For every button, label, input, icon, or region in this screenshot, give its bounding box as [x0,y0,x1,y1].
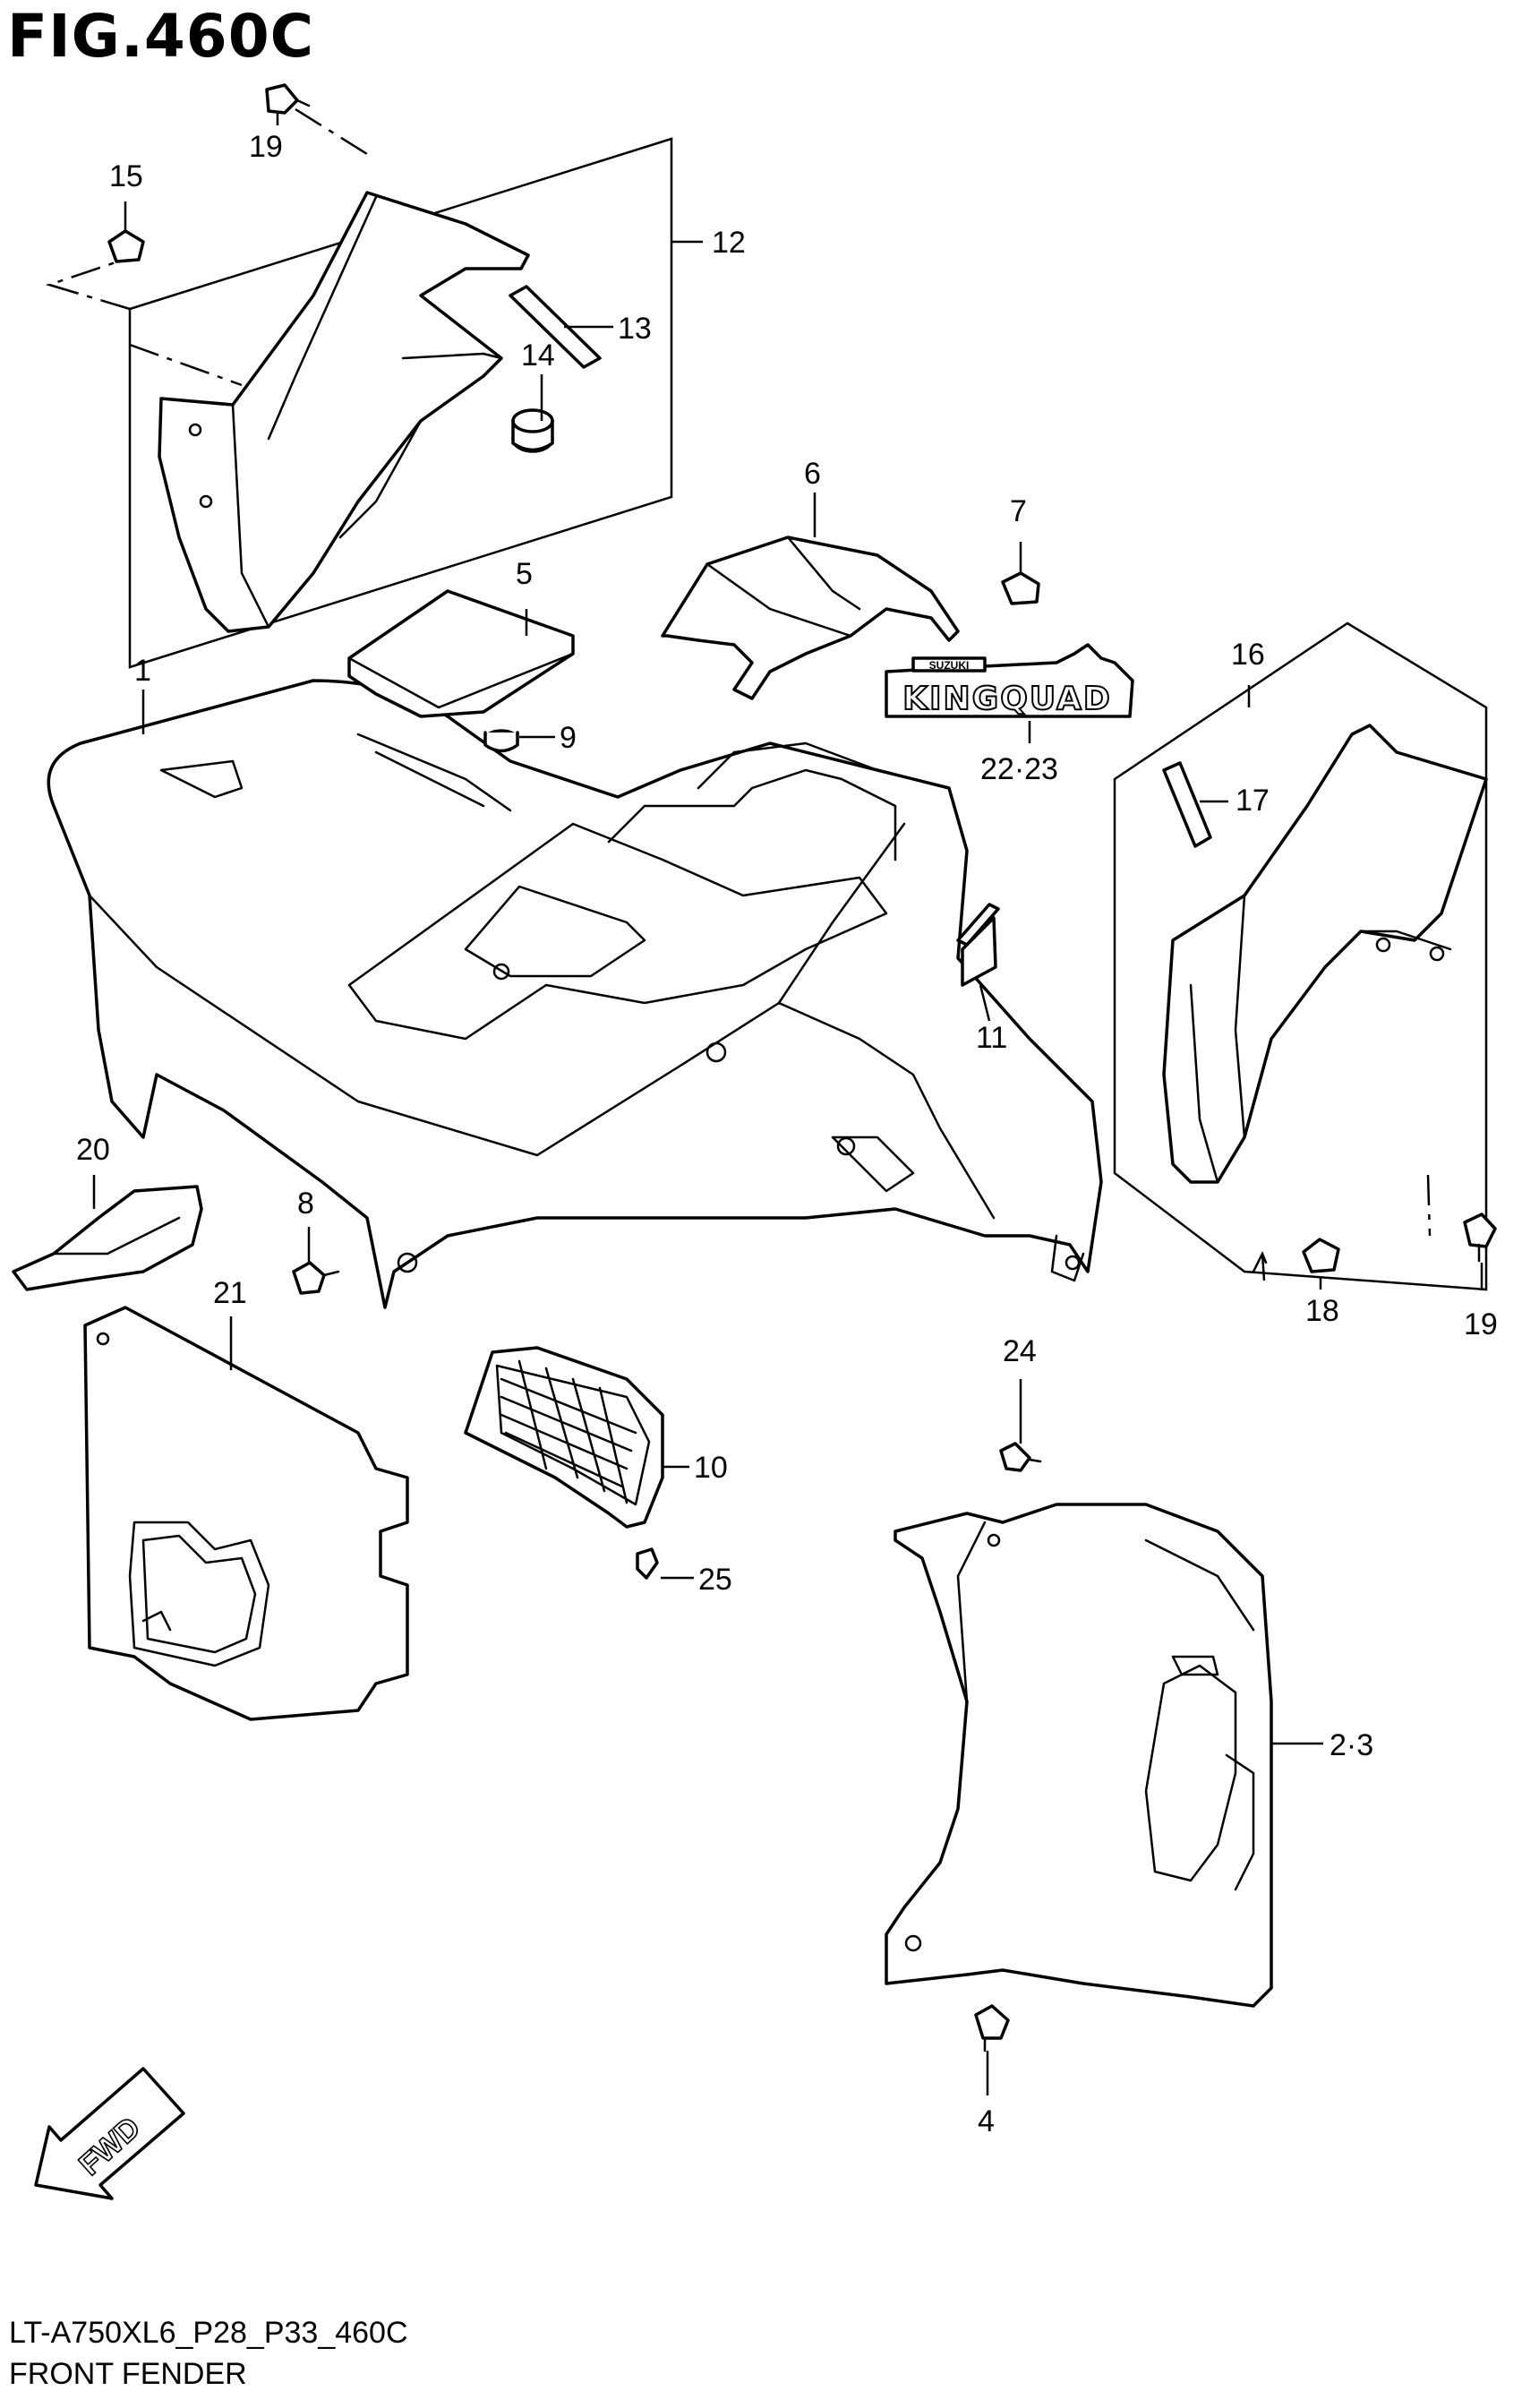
fwd-arrow-badge: FWD [34,2067,185,2200]
callout-5: 5 [516,557,533,591]
part-2-3-mud-guard [885,1503,1273,2008]
assembly-frame-12 [45,107,673,669]
emblem-model-text: KINGQUAD [902,681,1111,717]
part-12-inner-panel [158,191,530,633]
part-9-grommet [483,729,519,753]
part-24-bolt [999,1442,1042,1472]
part-5-cover [347,589,575,718]
figure-title: FIG.460C [7,2,315,71]
part-25-screw [636,1547,659,1580]
callout-18: 18 [1305,1294,1339,1328]
section-name: FRONT FENDER [9,2357,247,2391]
callout-13: 13 [618,312,652,346]
part-15-clip [107,229,145,263]
callout-22-23: 22·23 [980,752,1058,786]
callout-16: 16 [1231,638,1265,672]
callout-19-top: 19 [249,130,283,164]
callout-6: 6 [804,457,821,491]
callout-25: 25 [698,1563,732,1597]
part-21-plate [83,1306,409,1721]
footer: LT-A750XL6_P28_P33_460C FRONT FENDER [9,2312,408,2395]
callout-11: 11 [976,1021,1007,1055]
callout-4: 4 [978,2104,995,2138]
callout-2-3: 2·3 [1330,1728,1373,1762]
part-4-bolt [974,2004,1010,2052]
callout-1: 1 [134,654,151,688]
callout-19-right: 19 [1464,1307,1498,1341]
callout-14: 14 [521,338,555,373]
callout-8: 8 [297,1187,314,1221]
part-8-bolt [292,1261,340,1295]
leader-lines [92,114,1484,2095]
callout-24: 24 [1003,1334,1037,1368]
callout-20: 20 [76,1133,110,1167]
part-1-front-fender [47,679,1103,1309]
emblem-22-23: SUZUKI KINGQUAD [885,643,1134,718]
callout-17: 17 [1236,784,1270,818]
part-19-right-bolt [1463,1213,1497,1263]
emblem-brand-text: SUZUKI [929,659,970,672]
callout-7: 7 [1010,494,1027,528]
part-6-inner-guard [661,536,960,700]
part-11-strip [956,903,1000,987]
callout-10: 10 [694,1451,728,1485]
part-20-bracket [12,1185,203,1291]
part-14-grommet [511,408,554,453]
part-19-top-bolt [265,83,311,115]
part-13-strip [509,285,602,369]
callout-9: 9 [560,721,577,755]
callout-12: 12 [712,226,746,260]
part-10-mesh-grille [464,1346,664,1529]
assembly-frame-16 [1113,621,1488,1291]
callout-15: 15 [109,159,143,193]
callout-labels: 12 13 14 15 19 5 9 1 6 7 11 22·23 16 17 … [76,130,1498,2138]
part-18-clip [1302,1238,1340,1273]
part-7-clip [1001,571,1040,605]
part-17-strip [1162,761,1212,848]
part-16-inner-panel [1162,724,1488,1184]
callout-21: 21 [213,1276,247,1310]
model-code: LT-A750XL6_P28_P33_460C [9,2316,408,2350]
